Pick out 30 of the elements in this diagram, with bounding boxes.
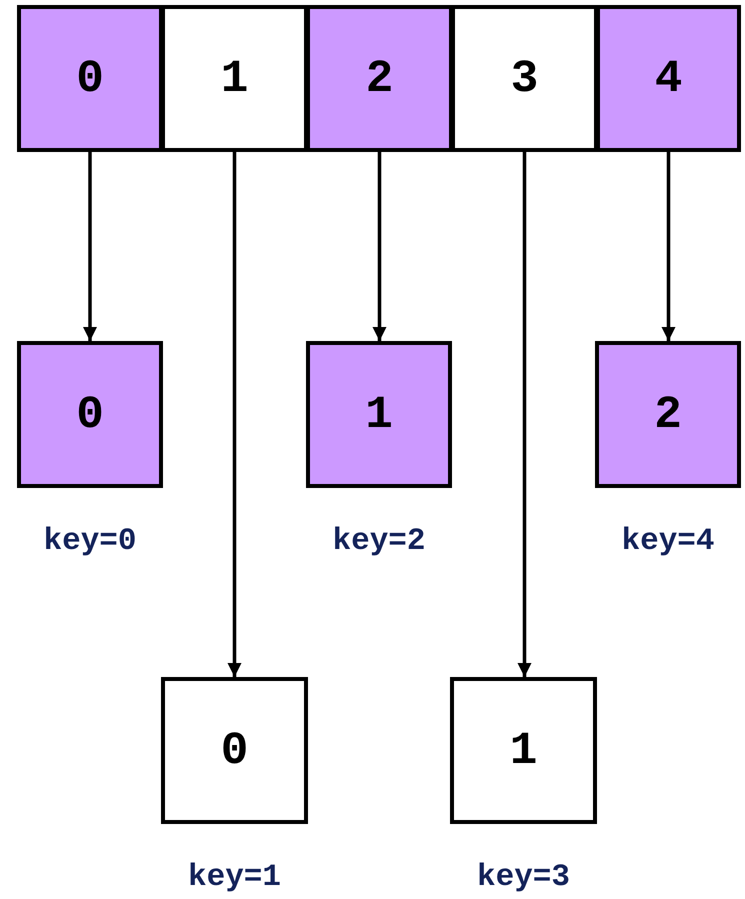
cell-value: 3 xyxy=(510,52,538,104)
array-cell xyxy=(17,341,163,488)
cell-value: 1 xyxy=(510,724,538,776)
cell-value: 4 xyxy=(654,52,682,104)
cell-value: 1 xyxy=(220,52,248,104)
array-cell xyxy=(451,5,598,152)
cell-value: 0 xyxy=(220,724,248,776)
array-cell xyxy=(161,5,308,152)
cell-value: 0 xyxy=(76,388,104,440)
arrow xyxy=(228,152,242,677)
arrow xyxy=(372,152,386,341)
array-cell xyxy=(306,341,452,488)
array-cell xyxy=(595,341,741,488)
cell-value: 0 xyxy=(76,52,104,104)
array-cell xyxy=(17,5,163,152)
key-label: key=3 xyxy=(476,860,571,895)
arrow xyxy=(662,152,676,341)
array-cell xyxy=(596,5,741,152)
cell-value: 2 xyxy=(366,52,394,104)
array-cell xyxy=(450,677,597,824)
arrow xyxy=(83,152,97,341)
key-label: key=1 xyxy=(186,860,282,895)
arrow xyxy=(518,152,532,677)
key-label: key=0 xyxy=(42,524,138,559)
key-label: key=4 xyxy=(620,524,716,559)
key-label: key=2 xyxy=(331,524,426,559)
array-cell xyxy=(306,5,453,152)
cell-value: 1 xyxy=(365,388,393,440)
array-cell xyxy=(161,677,308,824)
cell-value: 2 xyxy=(654,388,682,440)
